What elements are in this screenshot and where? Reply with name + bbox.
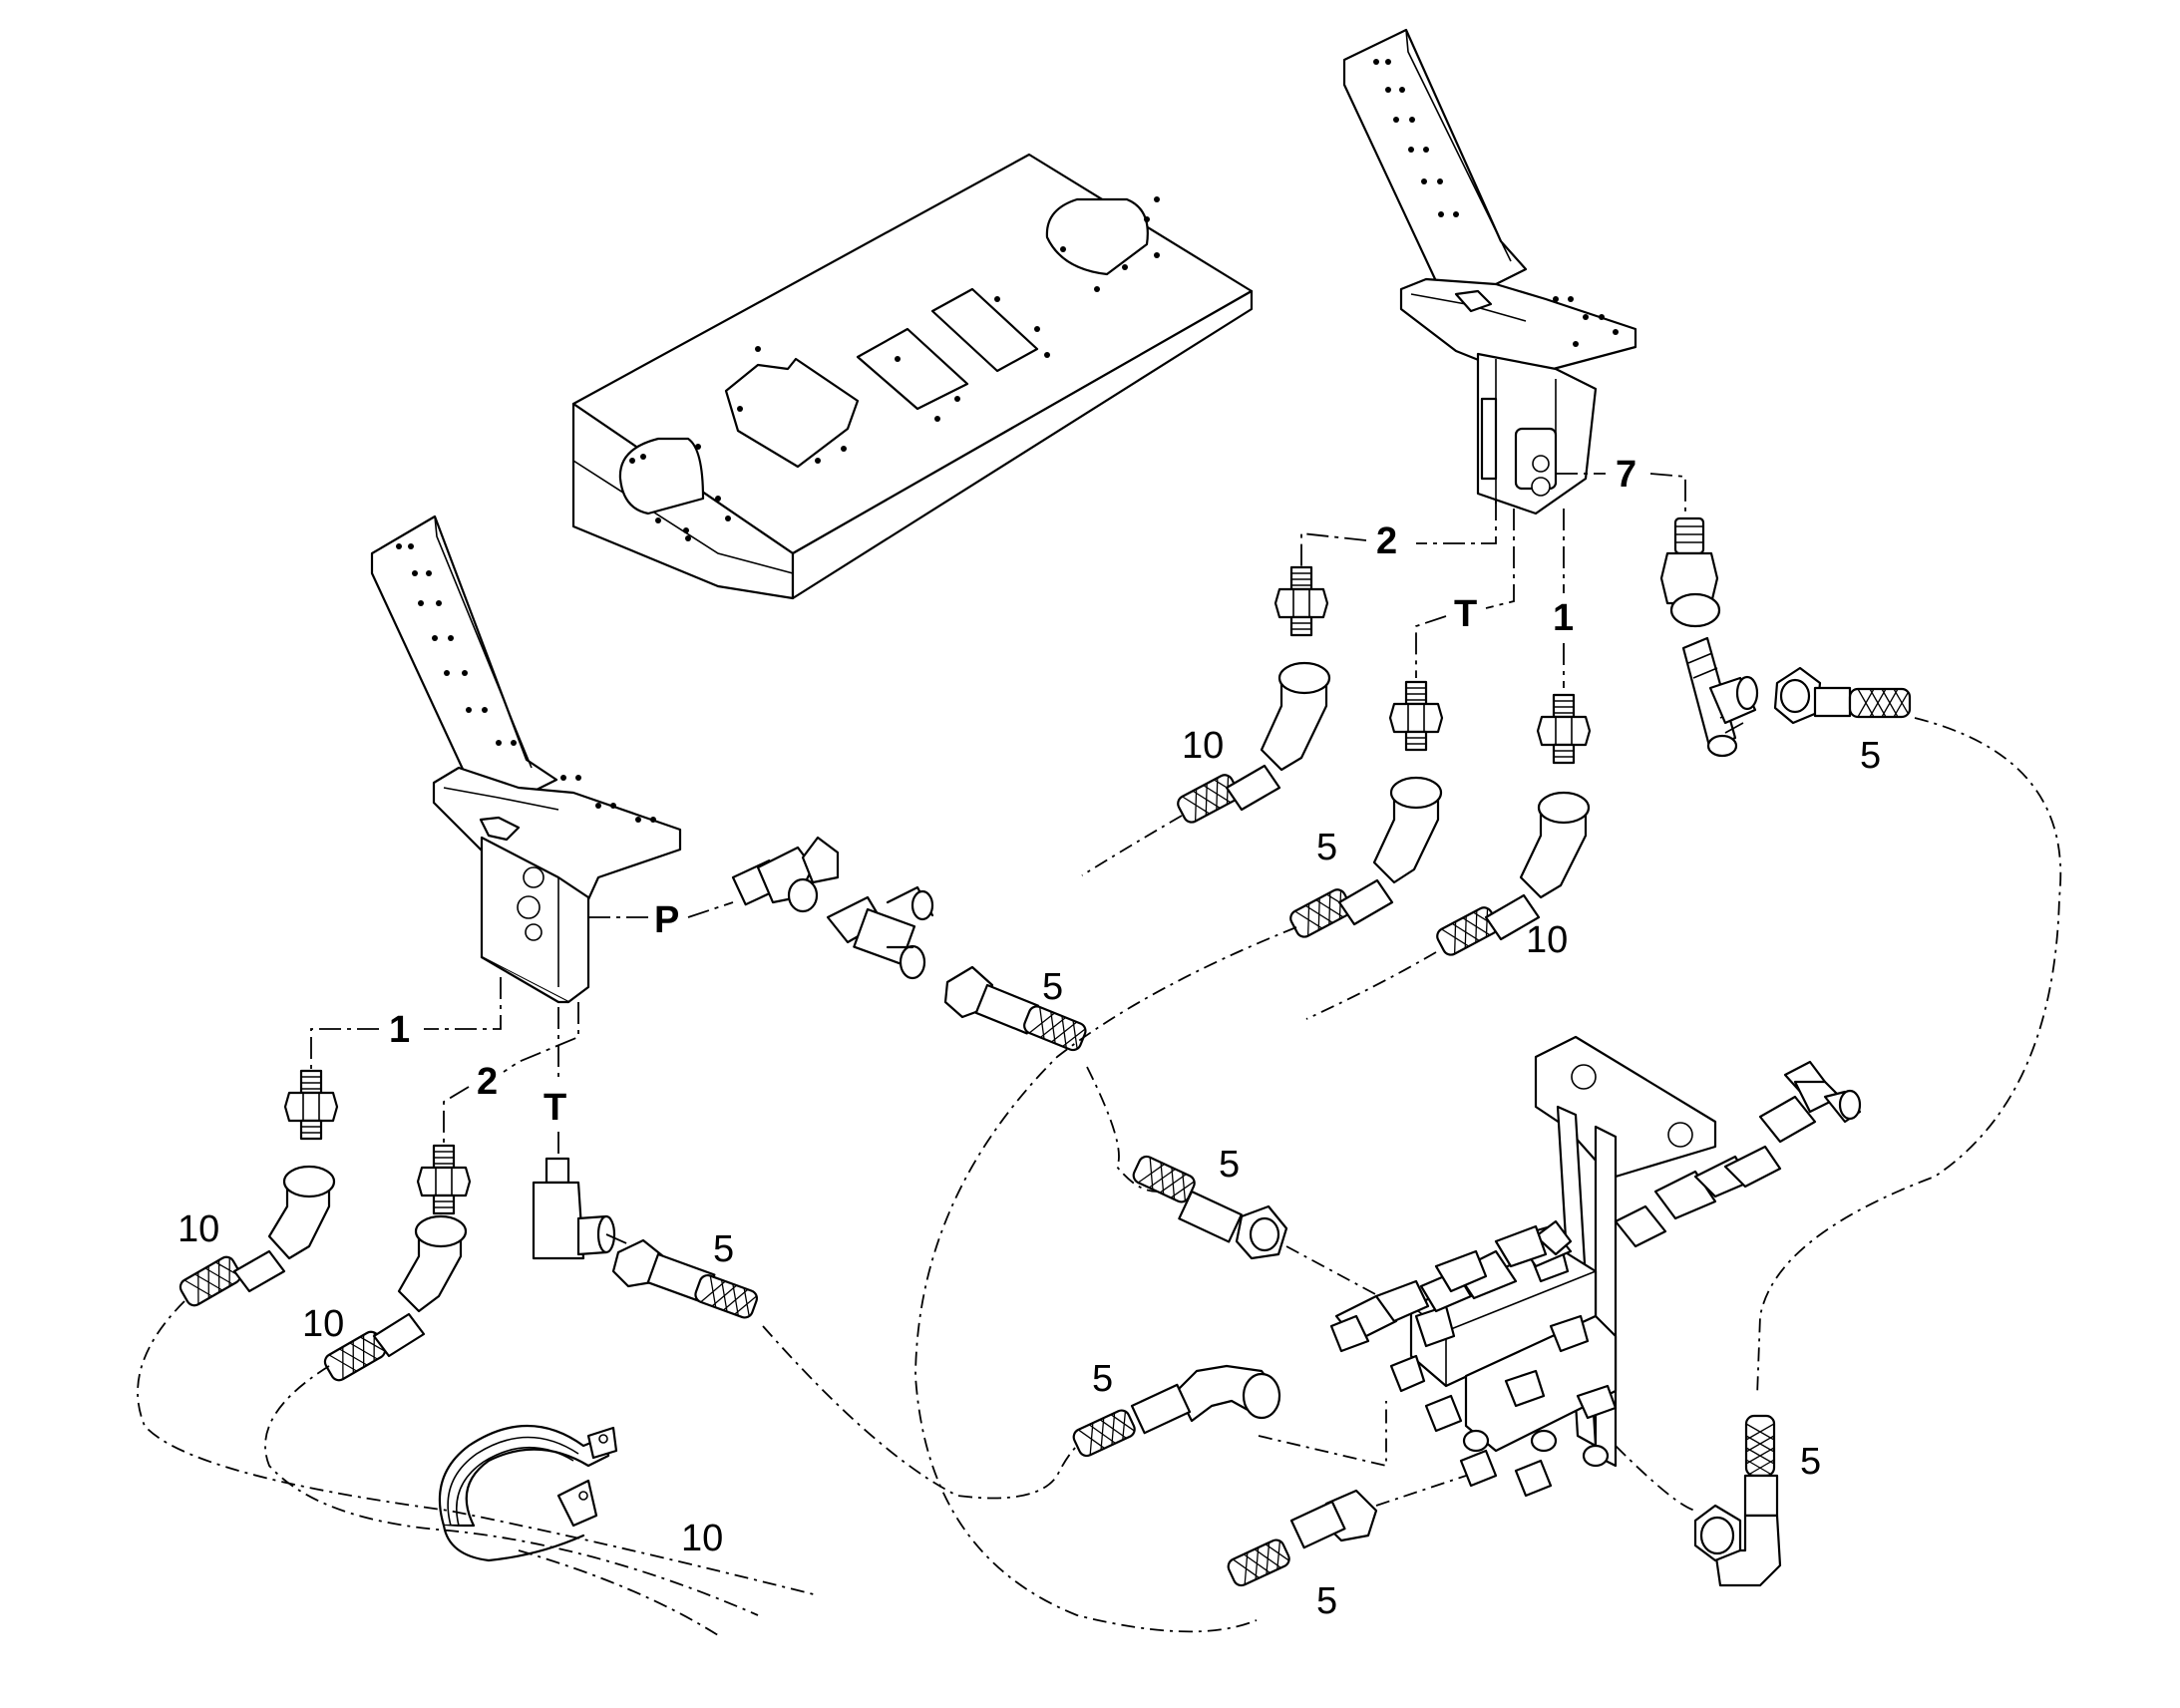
label-p-hose-5: 5 <box>1042 966 1063 1008</box>
cab-floor-plate <box>571 153 1254 600</box>
left-hose-5-t <box>611 1238 761 1321</box>
left-p-tee-fitting <box>731 836 840 913</box>
right-hose-5-7 <box>1773 666 1912 725</box>
label-right-1: 1 <box>1553 597 1574 639</box>
label-right-2: 2 <box>1376 520 1397 562</box>
left-hose-10-a <box>176 1165 336 1310</box>
label-bundle-10: 10 <box>681 1518 723 1559</box>
label-right-hose-5-t: 5 <box>1316 827 1337 868</box>
label-hose-5-t: 5 <box>713 1228 734 1270</box>
label-right-hose-10-b: 10 <box>1526 919 1568 961</box>
valve-hose-5-bottom <box>1224 1489 1378 1589</box>
right-7-adapter <box>1659 516 1721 628</box>
right-hose-5-t <box>1286 776 1443 941</box>
right-7-tee <box>1681 636 1759 758</box>
right-hose-10-b <box>1433 791 1591 959</box>
left-adapter-1 <box>283 1069 339 1141</box>
label-valve-hose-5-elbow: 5 <box>1092 1358 1113 1400</box>
valve-manifold-block <box>1409 1242 1618 1468</box>
label-valve-hose-5-bottom: 5 <box>1316 1580 1337 1622</box>
label-left-2: 2 <box>477 1061 498 1103</box>
valve-hose-5-right <box>1693 1414 1782 1587</box>
p-hose-5 <box>943 965 1089 1054</box>
label-left-t: T <box>544 1087 566 1129</box>
right-hose-10-a <box>1174 661 1331 827</box>
hose-clamp-bundle <box>438 1424 618 1562</box>
left-p-tee-2 <box>826 885 934 980</box>
left-t-elbow-fitting <box>532 1157 616 1260</box>
right-adapter-2 <box>1273 565 1329 637</box>
label-left-1: 1 <box>389 1009 410 1051</box>
label-mid-hose-5: 5 <box>1219 1144 1240 1186</box>
valve-upper-fitting-row <box>1329 1060 1862 1498</box>
label-left-p: P <box>654 899 679 941</box>
left-foot-pedal-valve <box>370 514 682 1004</box>
label-hose-10-a: 10 <box>178 1208 219 1250</box>
right-adapter-t <box>1388 680 1444 752</box>
label-hose-10-b: 10 <box>302 1303 344 1345</box>
label-valve-hose-5-right: 5 <box>1800 1441 1821 1483</box>
label-right-hose-10-a: 10 <box>1182 725 1224 767</box>
left-adapter-2 <box>416 1144 472 1215</box>
right-adapter-1 <box>1536 693 1592 765</box>
valve-hose-5-elbow <box>1069 1364 1281 1460</box>
right-foot-pedal-valve <box>1342 28 1637 515</box>
label-right-hose-5-7: 5 <box>1860 735 1881 777</box>
label-right-t: T <box>1454 593 1477 635</box>
mid-hose-5 <box>1129 1153 1288 1260</box>
left-hose-10-b <box>320 1214 468 1385</box>
label-right-7: 7 <box>1616 454 1636 496</box>
